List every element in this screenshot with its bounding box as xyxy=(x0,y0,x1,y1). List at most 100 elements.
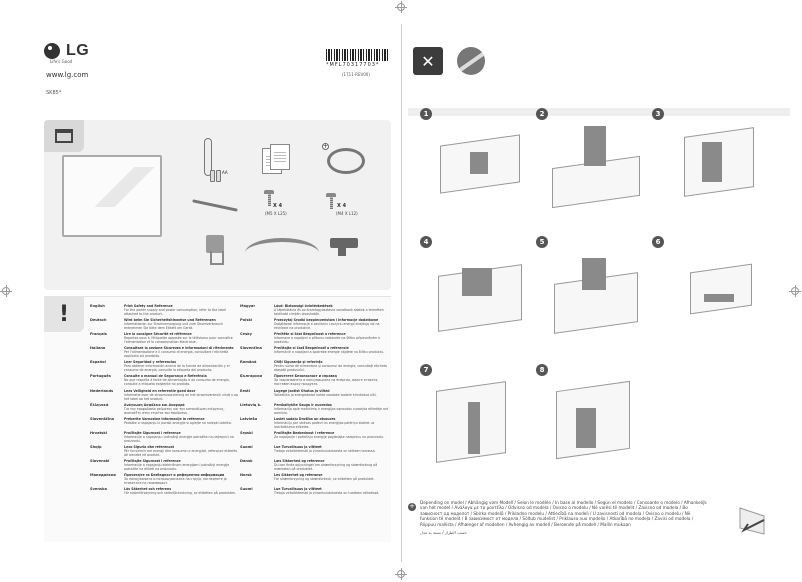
assembly-step: 4 xyxy=(420,236,532,348)
language-name: Magyar xyxy=(240,304,256,308)
language-body: Informacije o napajanju i potrošnji ener… xyxy=(124,434,234,443)
step-illustration xyxy=(664,122,760,206)
steps-band xyxy=(408,108,790,116)
step-number: 4 xyxy=(420,236,432,248)
language-name: Slovenski xyxy=(90,459,110,464)
assembly-step: 1 xyxy=(420,108,532,220)
language-name: Latviešu xyxy=(240,416,258,421)
language-body: Pentru sursa de alimentare şi consumul d… xyxy=(274,364,387,372)
language-title: Citiţi Siguranţa şi referinţa xyxy=(274,360,323,365)
language-title: Print Safety and Reference xyxy=(124,304,173,308)
language-name: Română xyxy=(240,360,257,365)
stand-base-illustration xyxy=(245,238,319,268)
language-body: Dodatkowe informacje o zasilaniu i zużyc… xyxy=(274,322,380,330)
battery-icon xyxy=(216,170,221,182)
stand-part-illustration xyxy=(576,408,596,448)
language-title: Lue Turvallisuus ja viitteet xyxy=(274,487,322,492)
tv-illustration xyxy=(62,155,162,237)
language-name: Shqip xyxy=(90,444,102,449)
language-title: Pročitajte Bezbednost i reference xyxy=(274,430,335,435)
turn-page-arrow-icon xyxy=(739,507,765,535)
language-name: Hrvatski xyxy=(90,430,108,435)
brand-name: LG xyxy=(66,42,90,59)
language-name: Srpski xyxy=(240,430,253,435)
language-body: Tietoja virtalähteestä ja virrankulutuks… xyxy=(274,491,380,496)
language-body: Para obtener información acerca de la fu… xyxy=(124,364,230,372)
language-title: Lugege jaotist Ohutus ja viited xyxy=(274,388,330,393)
language-title: Consulte o manual de Segurança e Referên… xyxy=(124,374,207,379)
step-number: 3 xyxy=(652,108,664,120)
language-name: Español xyxy=(90,360,106,365)
language-row: Latviešu Lasiet sadaļu Drošība un atsauce… xyxy=(240,417,390,428)
stand-part-illustration xyxy=(582,258,606,290)
language-body: Informacije o napajanju električnom ener… xyxy=(124,463,230,471)
registration-mark-left xyxy=(0,285,12,297)
barcode-revision: (1711-REV00) xyxy=(342,72,370,77)
step-number: 1 xyxy=(420,108,432,120)
step-illustration xyxy=(432,122,528,206)
step-illustration xyxy=(432,378,528,463)
language-body: Për furnizimin me energji dhe konsumin e… xyxy=(124,448,238,457)
language-title: Perskaitykite Sauga ir nuorodos xyxy=(274,402,332,407)
screw-a-qty: X 4 xyxy=(273,203,283,209)
step-illustration xyxy=(548,378,644,462)
language-body: Za napajanje i potrošnju energije pogled… xyxy=(274,434,384,439)
language-title: Preberite Varnostne informacije in refer… xyxy=(124,416,205,421)
language-title: Ανάγνωση Ασφάλεια και Αναφορά xyxy=(124,402,185,407)
stand-part-illustration xyxy=(704,294,734,302)
assembly-step: 5 xyxy=(536,236,648,348)
language-title: Прочетете Безопасност и справка xyxy=(274,374,337,379)
stand-part-illustration xyxy=(468,402,480,454)
language-name: Suomi xyxy=(240,444,253,449)
model-number: SK85* xyxy=(46,90,62,96)
registration-mark-right xyxy=(789,285,801,297)
step-number: 2 xyxy=(536,108,548,120)
language-name: Italiano xyxy=(90,346,106,351)
registration-mark-bottom xyxy=(395,568,407,580)
step-illustration xyxy=(548,250,644,334)
registration-mark-top xyxy=(395,1,407,13)
language-body: Per l'alimentazione e il consumo di ener… xyxy=(124,350,229,358)
assembly-step: 3 xyxy=(652,108,764,220)
language-title: Pročitajte Sigurnost i reference xyxy=(124,459,181,464)
language-body: Informácie o napájaní a spotrebe energie… xyxy=(274,350,385,355)
language-body: Du kan finde oplysninger om strømforsyni… xyxy=(274,463,378,471)
assembly-step: 6 xyxy=(652,236,764,348)
language-name: Македонски xyxy=(90,473,116,478)
step-illustration xyxy=(432,250,528,334)
stand-part-illustration xyxy=(702,142,722,182)
language-name: Lietuvių k. xyxy=(240,402,262,407)
barcode-block: *MFL70317703* (1711-REV00) xyxy=(326,49,388,77)
footnote: Depending on model / Abhängig vom Modell… xyxy=(408,500,708,535)
language-name: Norsk xyxy=(240,473,252,478)
language-name: Česky xyxy=(240,332,252,337)
language-body: Informāciju par strāvas padevi un enerģi… xyxy=(274,420,375,429)
language-title: Læs Sikkerhed og reference xyxy=(274,459,325,464)
